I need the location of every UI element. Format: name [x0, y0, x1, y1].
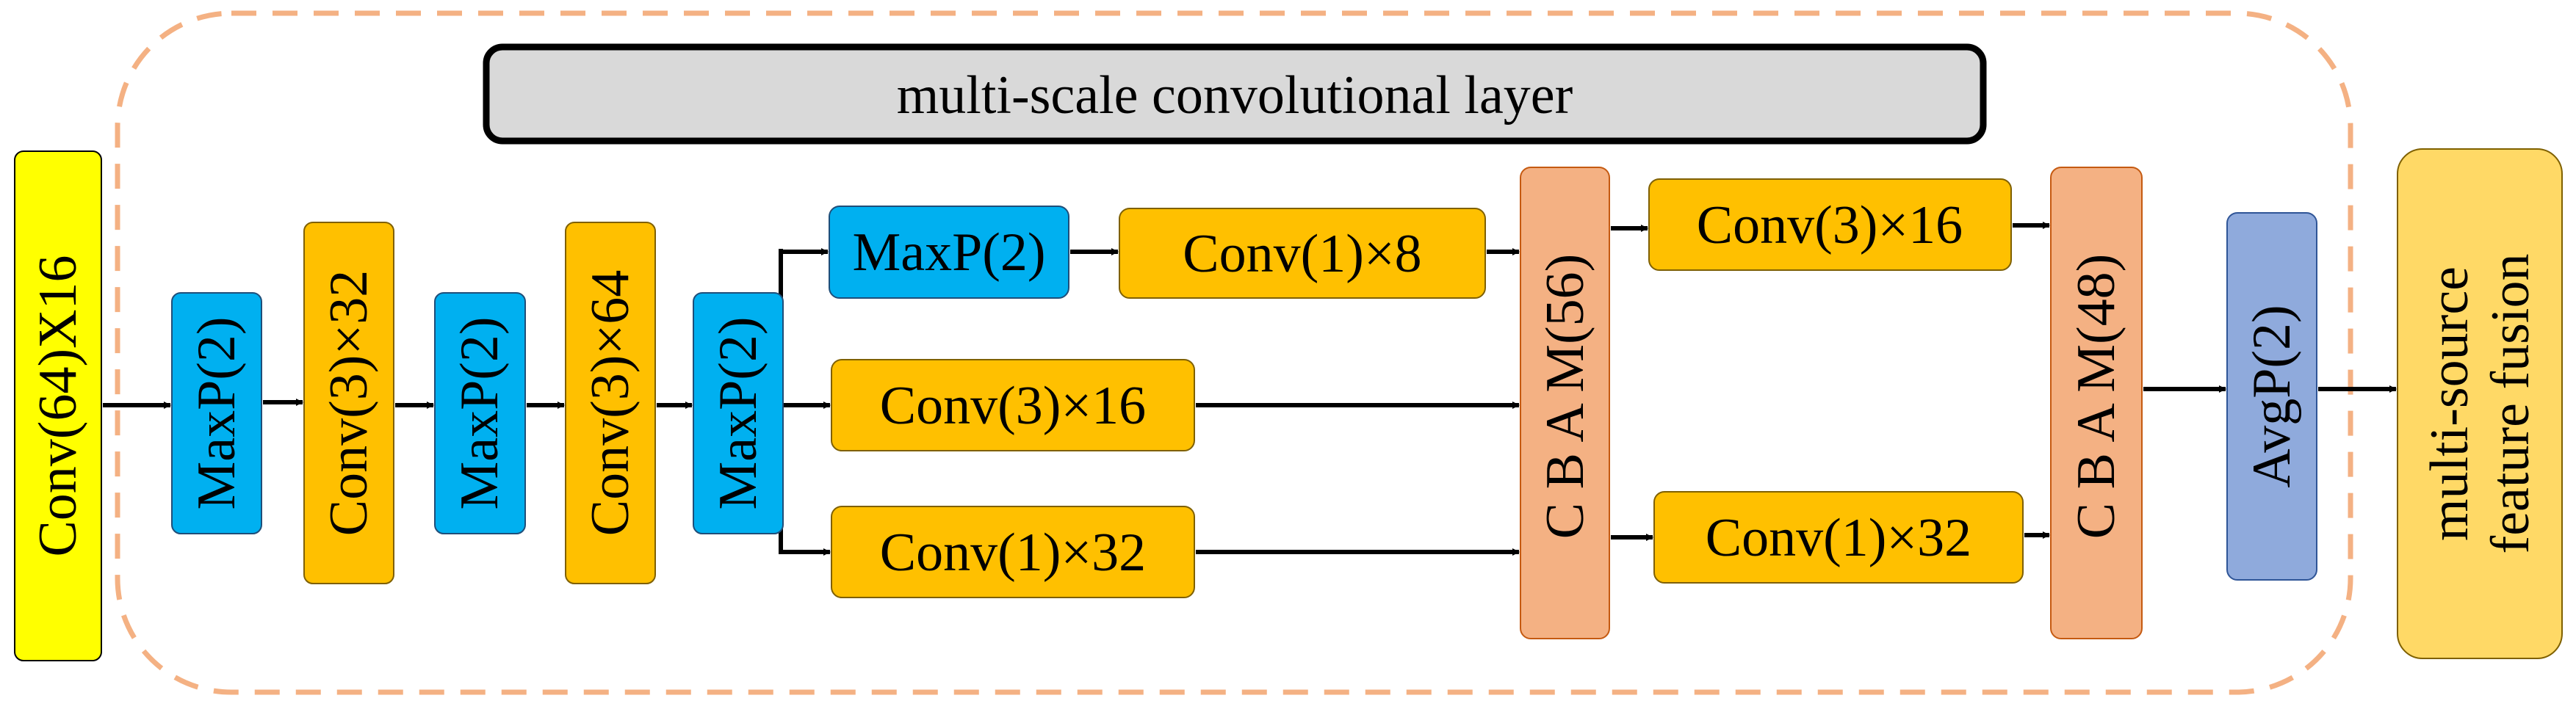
conv3-64-node: Conv(3)×64: [565, 222, 656, 584]
maxpool-2-node: MaxP(2): [434, 292, 526, 534]
branch-top-maxpool-node: MaxP(2): [829, 206, 1069, 299]
branch-split-lower: [779, 405, 831, 556]
branch-top-maxpool-label: MaxP(2): [852, 222, 1045, 283]
branch-top-conv1-8-node: Conv(1)×8: [1119, 208, 1486, 299]
title-box: multi-scale convolutional layer: [483, 43, 1987, 145]
fusion-label-line2: feature fusion: [2481, 254, 2541, 554]
input-conv-label: Conv(64)X16: [28, 255, 88, 556]
avgpool-label: AvgP(2): [2242, 305, 2302, 487]
maxpool-2-label: MaxP(2): [450, 316, 510, 509]
multi-scale-region-border: [115, 10, 2353, 695]
fusion-label-line1: multi-source: [2420, 266, 2480, 541]
fusion-node: multi-source feature fusion: [2397, 148, 2563, 659]
post-bot-conv1-32-label: Conv(1)×32: [1706, 508, 1971, 568]
maxpool-3-label: MaxP(2): [708, 316, 768, 509]
branch-bot-conv1-32-label: Conv(1)×32: [880, 523, 1146, 583]
maxpool-3-node: MaxP(2): [693, 292, 784, 534]
conv3-32-node: Conv(3)×32: [303, 222, 394, 584]
branch-mid-conv3-16-label: Conv(3)×16: [880, 376, 1146, 436]
cbam-48-label: C B A M(48): [2066, 254, 2126, 540]
conv3-64-label: Conv(3)×64: [580, 270, 641, 536]
maxpool-1-label: MaxP(2): [187, 316, 247, 509]
post-top-conv3-16-node: Conv(3)×16: [1648, 178, 2012, 271]
branch-top-conv1-8-label: Conv(1)×8: [1183, 224, 1421, 284]
conv3-32-label: Conv(3)×32: [319, 270, 379, 536]
avgpool-node: AvgP(2): [2226, 212, 2317, 581]
post-bot-conv1-32-node: Conv(1)×32: [1653, 491, 2024, 584]
branch-mid-conv3-16-node: Conv(3)×16: [831, 359, 1195, 451]
post-top-conv3-16-label: Conv(3)×16: [1697, 195, 1963, 255]
cbam-56-label: C B A M(56): [1535, 254, 1595, 540]
connections: [103, 222, 2397, 556]
cbam-48-node: C B A M(48): [2050, 167, 2143, 639]
input-conv-node: Conv(64)X16: [14, 150, 102, 661]
branch-bot-conv1-32-node: Conv(1)×32: [831, 506, 1195, 598]
maxpool-1-node: MaxP(2): [171, 292, 262, 534]
diagram-title: multi-scale convolutional layer: [897, 65, 1573, 126]
cbam-56-node: C B A M(56): [1520, 167, 1610, 639]
